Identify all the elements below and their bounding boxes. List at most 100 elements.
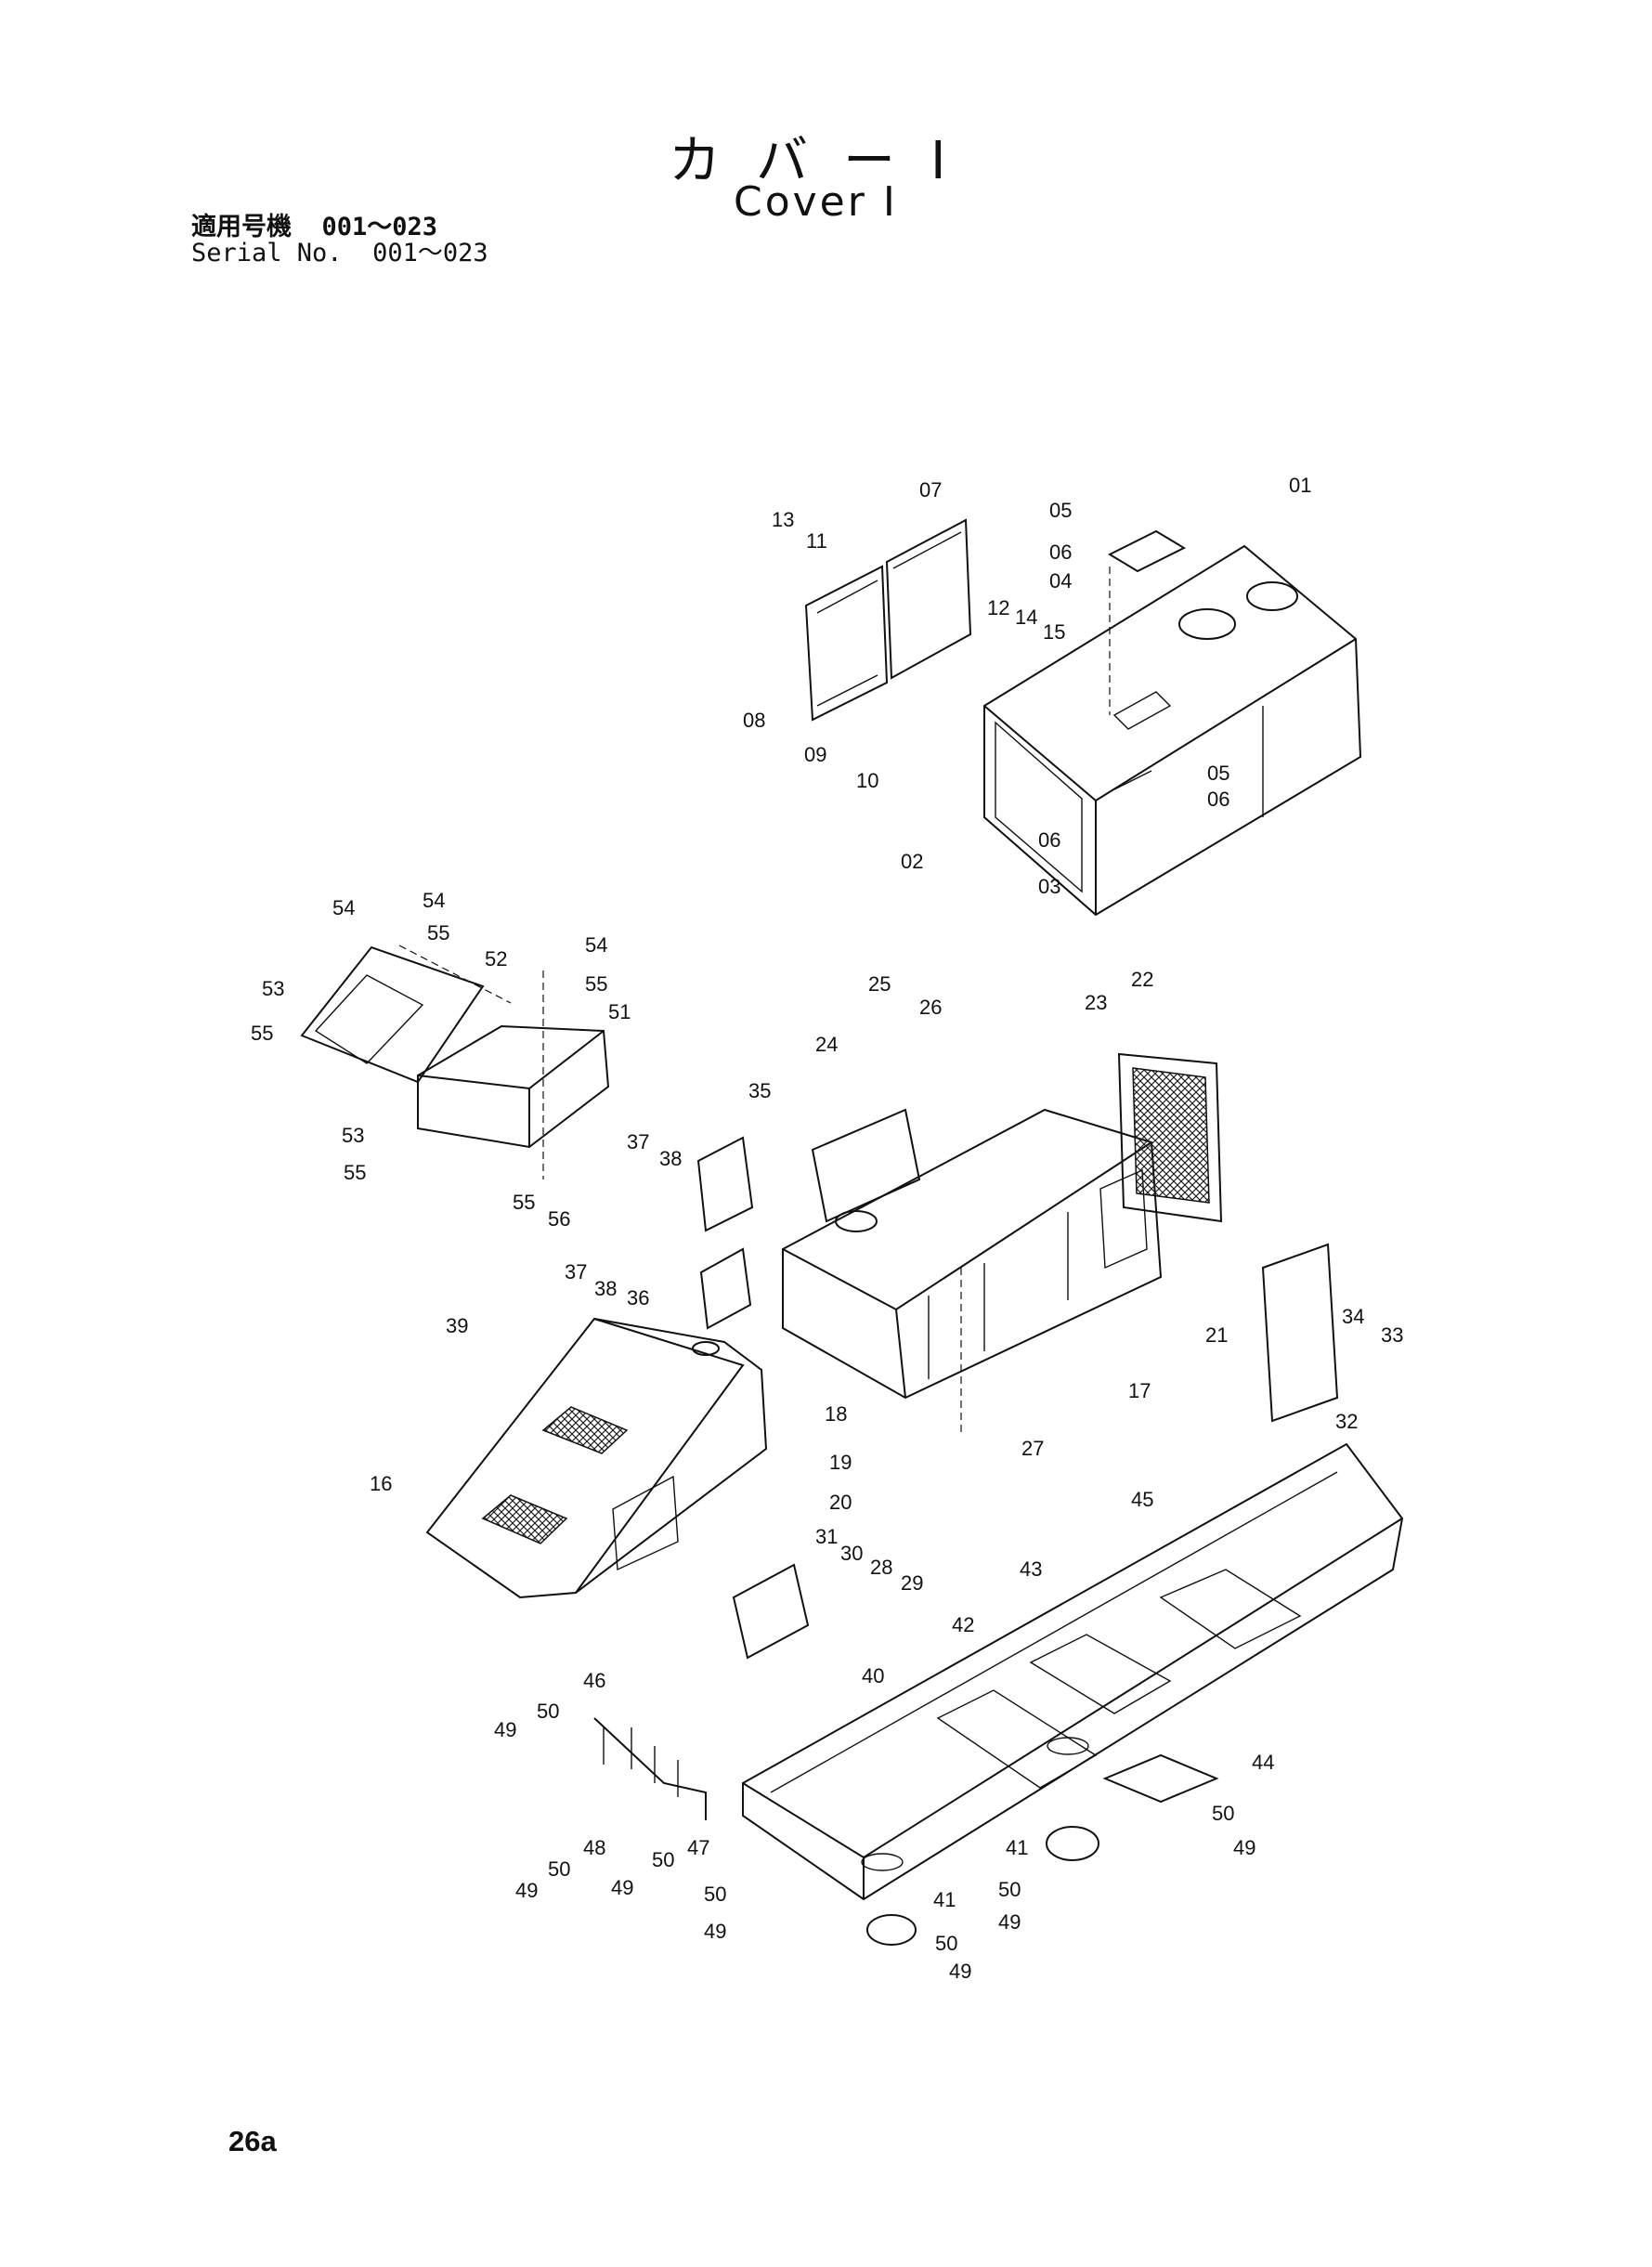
- callout-46: 46: [583, 1669, 605, 1692]
- callout-14: 14: [1015, 606, 1037, 629]
- callout-50: 50: [998, 1878, 1021, 1901]
- callout-06: 06: [1207, 788, 1229, 811]
- callout-41: 41: [933, 1888, 956, 1911]
- cover-plate-44-part: [1102, 1753, 1219, 1804]
- callout-42: 42: [952, 1613, 974, 1636]
- cover-plate-29-part: [732, 1563, 810, 1660]
- callout-47: 47: [687, 1836, 709, 1859]
- cover-24-part: [811, 1108, 921, 1223]
- callout-08: 08: [743, 709, 765, 732]
- grille-21-part: [1117, 1052, 1223, 1223]
- callout-17: 17: [1128, 1379, 1151, 1402]
- callout-02: 02: [901, 850, 923, 873]
- callout-01: 01: [1289, 474, 1311, 497]
- cover-35-part: [696, 1136, 754, 1232]
- bracket-46-part: [593, 1717, 707, 1820]
- callout-55: 55: [427, 921, 449, 945]
- callout-37: 37: [627, 1130, 649, 1153]
- callout-49: 49: [494, 1718, 516, 1741]
- callout-30: 30: [840, 1542, 863, 1565]
- callout-31: 31: [815, 1525, 838, 1548]
- callout-13: 13: [772, 508, 794, 531]
- callout-53: 53: [262, 977, 284, 1000]
- callout-06: 06: [1038, 828, 1060, 852]
- callout-11: 11: [806, 529, 827, 553]
- undercover-40-part: [742, 1442, 1404, 1901]
- page-title-english: Cover I: [734, 178, 898, 226]
- callout-54: 54: [585, 933, 607, 957]
- callout-48: 48: [583, 1836, 605, 1859]
- callout-54: 54: [423, 889, 445, 912]
- page-title-japanese: カバーI: [669, 131, 982, 191]
- callout-21: 21: [1205, 1323, 1228, 1347]
- serial-range-japanese: 適用号機 001～023: [191, 213, 438, 241]
- cover-16-part: [425, 1317, 768, 1599]
- callout-16: 16: [370, 1472, 392, 1495]
- cover-17-part: [782, 1108, 1163, 1435]
- cover-36-part: [699, 1247, 752, 1330]
- callout-35: 35: [748, 1079, 771, 1102]
- cap-41-part: [866, 1826, 1099, 1946]
- callout-49: 49: [611, 1876, 633, 1899]
- callout-50: 50: [935, 1932, 957, 1955]
- callout-55: 55: [513, 1191, 535, 1214]
- callout-03: 03: [1038, 875, 1060, 898]
- cover-51-part: [417, 971, 610, 1179]
- callout-36: 36: [627, 1286, 649, 1309]
- callout-20: 20: [829, 1491, 852, 1514]
- callout-56: 56: [548, 1207, 570, 1231]
- callout-50: 50: [704, 1883, 726, 1906]
- callout-50: 50: [652, 1848, 674, 1871]
- callout-38: 38: [594, 1277, 617, 1300]
- callout-55: 55: [344, 1161, 366, 1184]
- callout-49: 49: [998, 1910, 1021, 1934]
- callout-12: 12: [987, 596, 1009, 619]
- cover-52-part: [300, 945, 512, 1084]
- callout-45: 45: [1131, 1488, 1153, 1511]
- callout-43: 43: [1020, 1557, 1042, 1581]
- callout-40: 40: [862, 1664, 884, 1687]
- callout-25: 25: [868, 972, 891, 996]
- callout-22: 22: [1131, 968, 1153, 991]
- callout-51: 51: [608, 1000, 631, 1023]
- callout-05: 05: [1207, 762, 1229, 785]
- callout-05: 05: [1049, 499, 1072, 522]
- callout-18: 18: [825, 1402, 847, 1426]
- callout-49: 49: [515, 1879, 538, 1902]
- cover-plate-04-part: [1107, 529, 1187, 573]
- callout-29: 29: [901, 1571, 923, 1595]
- callout-34: 34: [1342, 1305, 1364, 1328]
- callout-49: 49: [704, 1920, 726, 1943]
- callout-labels: 01 02 03 04 05 05 06 06 06 07 08 09 10 1…: [251, 474, 1403, 1983]
- callout-49: 49: [1233, 1836, 1255, 1859]
- callout-54: 54: [332, 896, 355, 919]
- callout-55: 55: [251, 1022, 273, 1045]
- callout-04: 04: [1049, 569, 1072, 593]
- callout-32: 32: [1335, 1410, 1358, 1433]
- callout-55: 55: [585, 972, 607, 996]
- callout-52: 52: [485, 947, 507, 971]
- callout-50: 50: [1212, 1802, 1234, 1825]
- callout-23: 23: [1085, 991, 1107, 1014]
- callout-06: 06: [1049, 541, 1072, 564]
- cover-32-part: [1261, 1243, 1339, 1423]
- callout-38: 38: [659, 1147, 682, 1170]
- callout-26: 26: [919, 996, 942, 1019]
- door-07-part: [804, 518, 972, 722]
- serial-range-english: Serial No. 001～023: [191, 239, 488, 267]
- cover-01-part: [983, 544, 1362, 917]
- callout-19: 19: [829, 1451, 852, 1474]
- callout-15: 15: [1043, 620, 1065, 644]
- callout-10: 10: [856, 769, 878, 792]
- callout-41: 41: [1006, 1836, 1028, 1859]
- page-number: 26a: [228, 2125, 277, 2157]
- callout-50: 50: [548, 1857, 570, 1881]
- callout-44: 44: [1252, 1751, 1274, 1774]
- callout-24: 24: [815, 1033, 838, 1056]
- callout-28: 28: [870, 1556, 892, 1579]
- callout-49: 49: [949, 1960, 971, 1983]
- callout-27: 27: [1021, 1437, 1044, 1460]
- callout-37: 37: [565, 1260, 587, 1283]
